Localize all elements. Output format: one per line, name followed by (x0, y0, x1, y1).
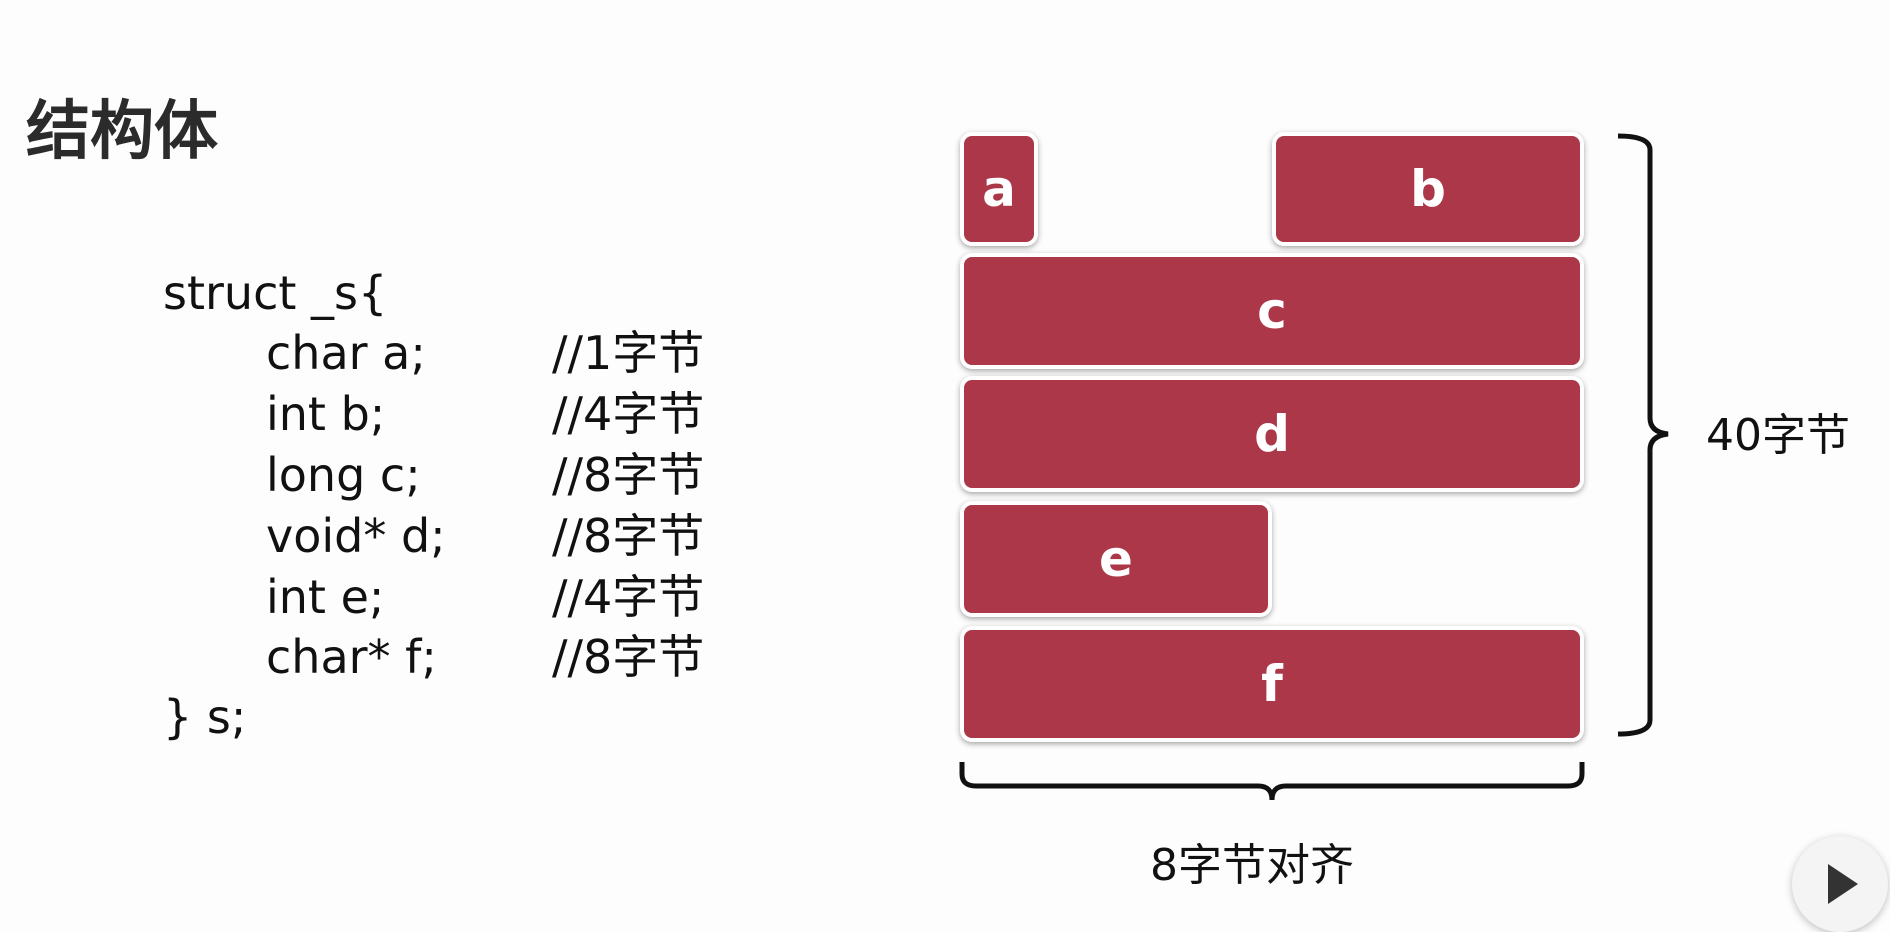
struct-open: struct _s{ (163, 266, 388, 320)
block-e: e (960, 501, 1272, 617)
field-comment-d: //8字节 (552, 509, 705, 563)
block-b: b (1272, 132, 1584, 246)
struct-close: } s; (163, 690, 247, 744)
field-comment-b: //4字节 (552, 387, 705, 441)
field-decl-b: int b; (266, 387, 386, 441)
alignment-label: 8字节对齐 (1150, 840, 1354, 891)
field-decl-e: int e; (266, 570, 385, 624)
field-comment-c: //8字节 (552, 448, 705, 502)
play-button[interactable] (1792, 836, 1888, 932)
block-d: d (960, 376, 1584, 492)
field-decl-f: char* f; (266, 630, 437, 684)
field-decl-a: char a; (266, 326, 426, 380)
slide-title: 结构体 (26, 95, 218, 169)
field-comment-f: //8字节 (552, 630, 705, 684)
block-a: a (960, 132, 1038, 246)
block-c: c (960, 253, 1584, 369)
field-comment-a: //1字节 (552, 326, 705, 380)
total-size-label: 40字节 (1706, 410, 1850, 461)
field-decl-d: void* d; (266, 509, 446, 563)
play-icon (1828, 864, 1858, 904)
field-decl-c: long c; (266, 448, 421, 502)
field-comment-e: //4字节 (552, 570, 705, 624)
block-f: f (960, 626, 1584, 742)
